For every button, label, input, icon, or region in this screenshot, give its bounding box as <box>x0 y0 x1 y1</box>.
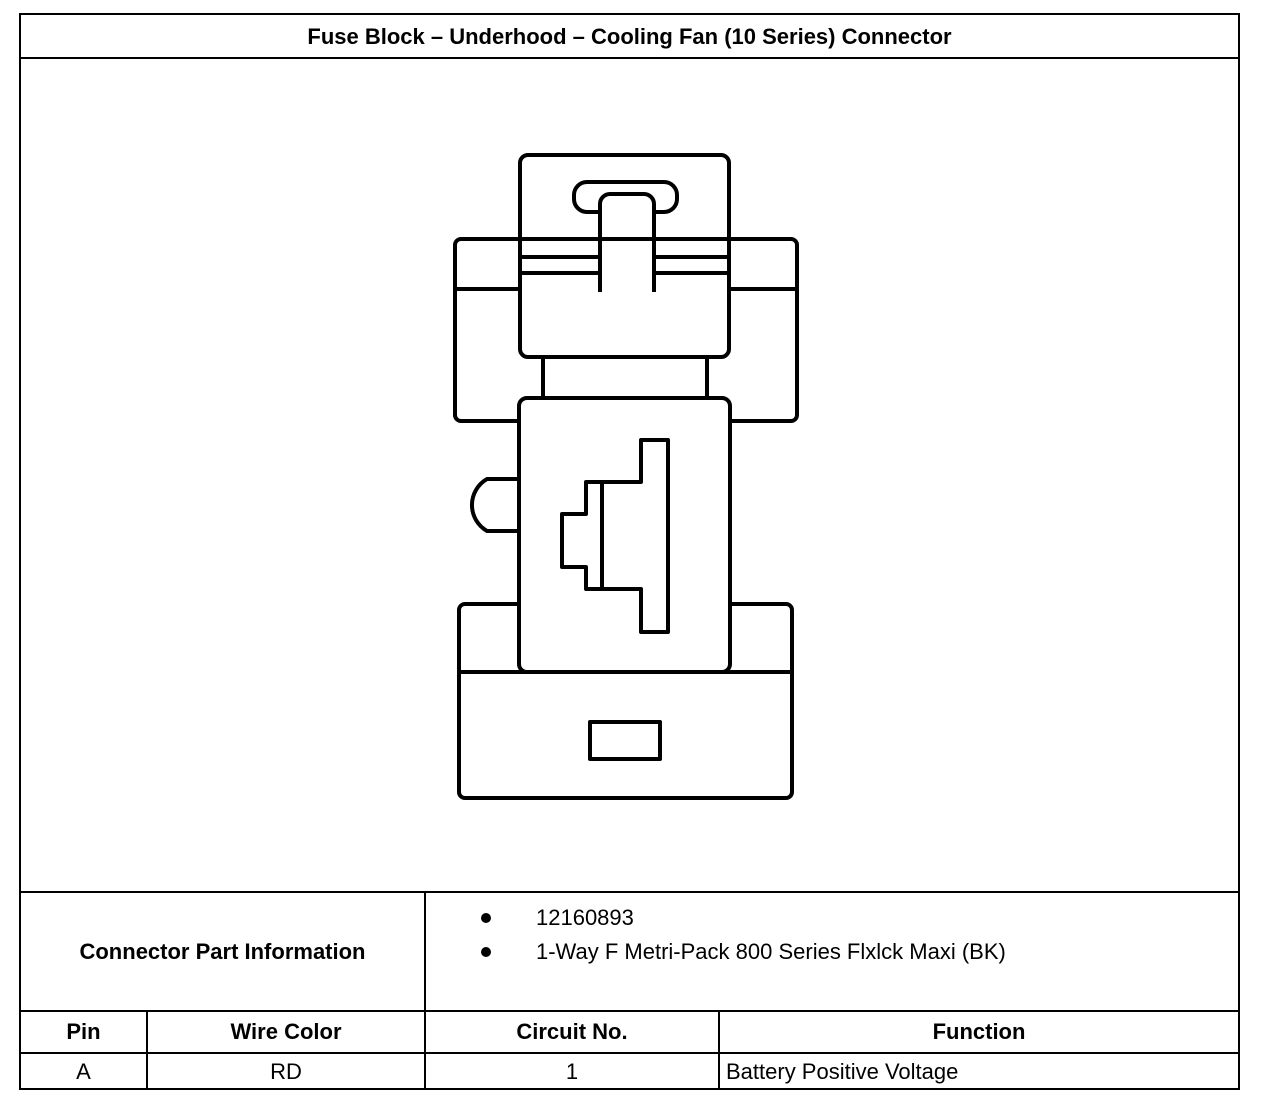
latch-slot <box>572 180 679 214</box>
main-body <box>517 396 732 674</box>
upper-wing <box>453 237 799 423</box>
divider <box>21 1010 1238 1012</box>
page-title: Fuse Block – Underhood – Cooling Fan (10… <box>307 24 952 49</box>
divider <box>21 57 1238 59</box>
connector-sheet: Fuse Block – Underhood – Cooling Fan (10… <box>19 13 1240 1090</box>
header-wire-color: Wire Color <box>230 1019 342 1044</box>
side-tab <box>469 477 519 533</box>
header-circuit-no: Circuit No. <box>516 1019 628 1044</box>
list-item: 1-Way F Metri-Pack 800 Series Flxlck Max… <box>481 939 1006 965</box>
part-number: 12160893 <box>536 905 634 930</box>
divider <box>146 1010 148 1090</box>
list-item: 12160893 <box>481 905 634 931</box>
table-cell-pin: A <box>76 1059 91 1084</box>
connector-part-info-list: 12160893 1-Way F Metri-Pack 800 Series F… <box>426 893 1238 1010</box>
bullet-icon <box>481 947 491 957</box>
divider <box>424 891 426 1010</box>
connector-diagram <box>21 59 1238 891</box>
bullet-icon <box>481 913 491 923</box>
divider <box>21 1052 1238 1054</box>
header-pin: Pin <box>66 1019 101 1044</box>
connector-face-drawing <box>453 153 799 800</box>
divider <box>718 1010 720 1090</box>
connector-description: 1-Way F Metri-Pack 800 Series Flxlck Max… <box>536 939 1006 964</box>
table-cell-wire-color: RD <box>270 1059 302 1084</box>
divider <box>424 1010 426 1090</box>
terminal-cavity <box>560 438 670 634</box>
divider <box>21 891 1238 893</box>
latch-tongue <box>598 192 656 292</box>
table-cell-circuit-no: 1 <box>565 1059 579 1084</box>
latch-housing <box>518 153 731 359</box>
bottom-slot <box>588 720 662 761</box>
connector-part-info-label: Connector Part Information <box>79 938 366 964</box>
table-cell-function: Battery Positive Voltage <box>726 1059 959 1084</box>
header-function: Function <box>932 1019 1026 1044</box>
